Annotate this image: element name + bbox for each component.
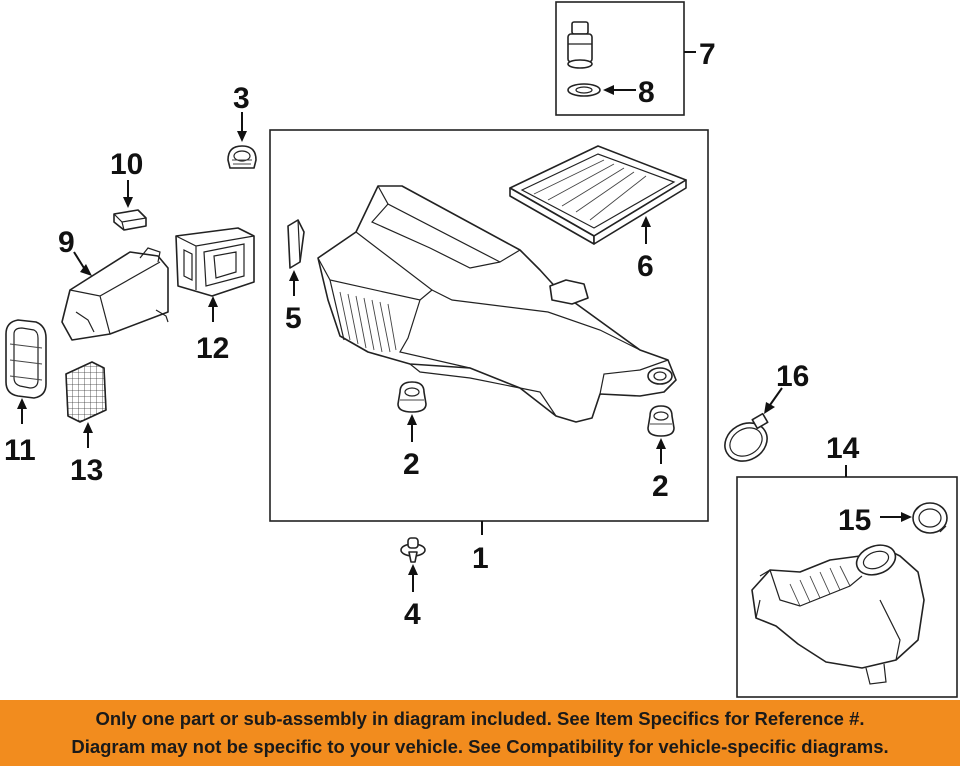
callout-10: 10 bbox=[110, 148, 143, 181]
arrow-10 bbox=[123, 197, 133, 208]
callout-15: 15 bbox=[838, 504, 871, 537]
air-filter-part-6 bbox=[509, 145, 687, 245]
arrow-4 bbox=[408, 564, 418, 575]
sensor-box-7 bbox=[555, 1, 685, 116]
clip-part-5 bbox=[287, 219, 305, 269]
intake-hose-part-14 bbox=[751, 544, 925, 685]
callout-6: 6 bbox=[637, 250, 654, 283]
duct-ring-part-11 bbox=[5, 319, 47, 399]
arrow-2-right bbox=[656, 438, 666, 449]
callout-13: 13 bbox=[70, 454, 103, 487]
air-cleaner-housing-part-1 bbox=[317, 185, 677, 423]
callout-2-left: 2 bbox=[403, 448, 420, 481]
arrow-11 bbox=[17, 398, 27, 409]
screen-part-13 bbox=[65, 361, 107, 423]
disclaimer-line-1: Only one part or sub-assembly in diagram… bbox=[95, 708, 865, 729]
arrow-13 bbox=[83, 422, 93, 433]
leader-9 bbox=[73, 251, 85, 269]
callout-14: 14 bbox=[826, 432, 860, 465]
intake-duct-part-9 bbox=[61, 247, 169, 341]
grommet-part-2-right bbox=[647, 405, 675, 437]
callout-9: 9 bbox=[58, 226, 75, 259]
grommet-part-2-left bbox=[397, 381, 427, 413]
seal-ring-part-8 bbox=[567, 83, 601, 97]
callout-3: 3 bbox=[233, 82, 250, 115]
arrow-8 bbox=[603, 85, 614, 95]
pad-part-10 bbox=[113, 209, 147, 231]
coupler-ring-part-15 bbox=[912, 502, 948, 534]
assembly-box-1 bbox=[269, 129, 709, 522]
disclaimer-line-2: Diagram may not be specific to your vehi… bbox=[71, 736, 889, 757]
arrow-12 bbox=[208, 296, 218, 307]
arrow-5 bbox=[289, 270, 299, 281]
arrow-2-left bbox=[407, 414, 417, 425]
hose-clamp-part-16 bbox=[724, 412, 769, 462]
arrow-6 bbox=[641, 216, 651, 227]
duct-section-part-12 bbox=[175, 227, 255, 297]
callout-11: 11 bbox=[4, 434, 36, 467]
parts-diagram: 1 2 2 3 4 5 6 7 8 9 10 11 12 13 14 15 16 bbox=[4, 1, 958, 698]
arrow-15 bbox=[901, 512, 912, 522]
leader-16 bbox=[769, 387, 783, 406]
callout-16: 16 bbox=[776, 360, 809, 393]
arrow-16 bbox=[764, 402, 775, 414]
sensor-part-7 bbox=[567, 21, 593, 69]
callout-4: 4 bbox=[404, 598, 421, 631]
push-pin-part-4 bbox=[400, 537, 426, 563]
arrow-9 bbox=[80, 264, 92, 276]
callout-1: 1 bbox=[472, 542, 489, 575]
callout-7: 7 bbox=[699, 38, 716, 71]
callout-8: 8 bbox=[638, 76, 655, 109]
grommet-part-3 bbox=[227, 145, 257, 169]
arrow-3 bbox=[237, 131, 247, 142]
disclaimer-banner: Only one part or sub-assembly in diagram… bbox=[0, 700, 960, 766]
callout-2-right: 2 bbox=[652, 470, 669, 503]
callout-12: 12 bbox=[196, 332, 229, 365]
callout-5: 5 bbox=[285, 302, 302, 335]
